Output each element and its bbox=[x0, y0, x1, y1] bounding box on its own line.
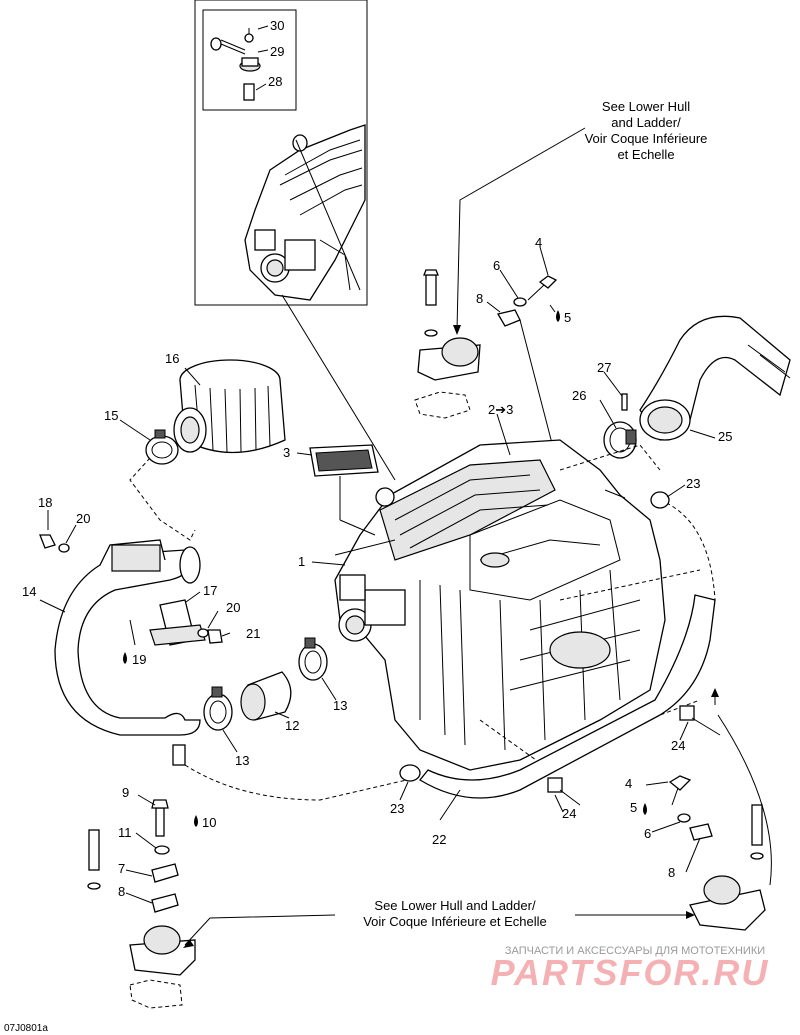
callout-8-bottom-left: 8 bbox=[118, 884, 125, 899]
callout-28: 28 bbox=[268, 74, 282, 89]
callout-16: 16 bbox=[165, 351, 179, 366]
watermark: ЗАПЧАСТИ И АКСЕССУАРЫ ДЛЯ МОТОТЕХНИКИ PA… bbox=[491, 945, 770, 993]
vent-hose-22 bbox=[419, 594, 716, 799]
fitting-24-b bbox=[547, 777, 563, 793]
figure-code: 07J0801a bbox=[4, 1023, 48, 1034]
callout-6-top: 6 bbox=[493, 258, 500, 273]
engine-block bbox=[334, 439, 666, 771]
callout-11: 11 bbox=[118, 825, 132, 840]
clamp-13-a bbox=[203, 686, 233, 731]
clamp-23-a bbox=[650, 491, 670, 509]
inset-detail bbox=[194, 0, 368, 306]
callout-2-to-3: 2➔3 bbox=[488, 402, 513, 417]
callout-8-bottom-right: 8 bbox=[668, 865, 675, 880]
reference-note-top: See Lower Hull and Ladder/ Voir Coque In… bbox=[585, 99, 708, 162]
callout-3: 3 bbox=[283, 445, 290, 460]
note-top-line-1: See Lower Hull bbox=[602, 99, 690, 114]
note-top-line-3: Voir Coque Inférieure bbox=[585, 131, 708, 146]
fitting-24-a bbox=[679, 705, 695, 721]
callout-10: 10 bbox=[202, 815, 216, 830]
callout-12: 12 bbox=[285, 718, 299, 733]
bracket-17 bbox=[149, 599, 206, 646]
watermark-brand: PARTSFOR.RU bbox=[491, 952, 770, 993]
callout-4-top: 4 bbox=[535, 235, 542, 250]
callout-1: 1 bbox=[298, 554, 305, 569]
air-filter-16 bbox=[173, 359, 286, 454]
note-top-line-2: and Ladder/ bbox=[611, 115, 681, 130]
callout-23-top: 23 bbox=[686, 476, 700, 491]
callout-8-top: 8 bbox=[476, 291, 483, 306]
callout-9: 9 bbox=[122, 785, 129, 800]
leader-lines bbox=[39, 246, 716, 904]
clamp-15 bbox=[145, 429, 179, 465]
callout-22: 22 bbox=[432, 832, 446, 847]
callout-6-bottom-right: 6 bbox=[644, 826, 651, 841]
decal-3 bbox=[309, 444, 379, 477]
callout-27: 27 bbox=[597, 360, 611, 375]
inset-engine-sketch bbox=[244, 124, 366, 301]
engine-mount-right bbox=[668, 775, 766, 931]
callout-20-right: 20 bbox=[226, 600, 240, 615]
engine-mount-left bbox=[87, 799, 196, 1009]
callout-20-left: 20 bbox=[76, 511, 90, 526]
callout-13-left: 13 bbox=[235, 753, 249, 768]
callout-23-bottom: 23 bbox=[390, 801, 404, 816]
callout-13-right: 13 bbox=[333, 698, 347, 713]
callout-21: 21 bbox=[246, 626, 260, 641]
callout-24-bottom: 24 bbox=[562, 806, 576, 821]
clamp-26 bbox=[603, 421, 637, 459]
callout-18: 18 bbox=[38, 495, 52, 510]
engine-mount-top bbox=[414, 269, 559, 460]
callout-17: 17 bbox=[203, 583, 217, 598]
callout-24-right: 24 bbox=[671, 738, 685, 753]
callout-7: 7 bbox=[118, 861, 125, 876]
intake-duct-14 bbox=[54, 539, 201, 766]
clamp-23-b bbox=[399, 764, 421, 782]
callout-25: 25 bbox=[718, 429, 732, 444]
callout-26: 26 bbox=[572, 388, 586, 403]
reference-note-bottom: See Lower Hull and Ladder/ Voir Coque In… bbox=[363, 898, 547, 929]
callout-29: 29 bbox=[270, 44, 284, 59]
note-top-line-4: et Echelle bbox=[617, 147, 674, 162]
callout-4-bottom: 4 bbox=[625, 776, 632, 791]
callout-19: 19 bbox=[132, 652, 146, 667]
hose-12 bbox=[240, 671, 292, 721]
callout-15: 15 bbox=[104, 408, 118, 423]
outlet-hose-25 bbox=[639, 315, 791, 441]
callout-14: 14 bbox=[22, 584, 36, 599]
callout-numbers: 30 29 28 4 6 8 5 27 26 2➔3 25 16 15 3 23… bbox=[22, 18, 732, 899]
note-bottom-line-1: See Lower Hull and Ladder/ bbox=[374, 898, 536, 913]
note-bottom-line-2: Voir Coque Inférieure et Echelle bbox=[363, 914, 547, 929]
callout-30: 30 bbox=[270, 18, 284, 33]
sealant-drop-icons bbox=[123, 310, 647, 827]
pin-27 bbox=[621, 393, 628, 411]
watermark-tagline: ЗАПЧАСТИ И АКСЕССУАРЫ ДЛЯ МОТОТЕХНИКИ bbox=[505, 945, 765, 957]
callout-5-top: 5 bbox=[564, 310, 571, 325]
clamp-13-b bbox=[298, 637, 328, 681]
vent-fitting-part bbox=[210, 28, 261, 101]
callout-5-bottom: 5 bbox=[630, 800, 637, 815]
